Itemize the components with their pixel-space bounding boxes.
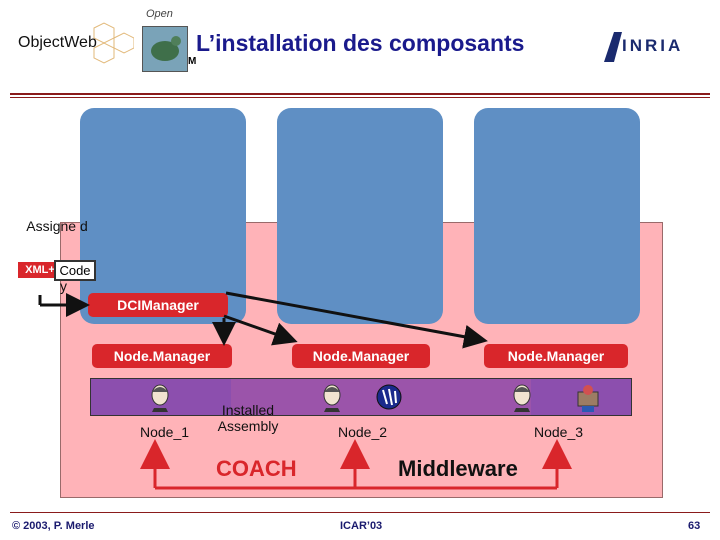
assigned-text: Assigne d: [26, 218, 88, 234]
component-globe-icon: [376, 384, 402, 410]
dci-manager-pill: DCIManager: [88, 293, 228, 317]
node-manager-1: Node.Manager: [92, 344, 232, 368]
arrow-dci-to-node2: [223, 314, 298, 346]
installed-assembly-label: Installed Assembly: [217, 402, 279, 434]
turtle-icon: [151, 36, 181, 61]
footer-page-number: 63: [688, 520, 701, 532]
inria-logo: INRIA: [600, 28, 706, 66]
node-label-3: Node_3: [534, 424, 584, 440]
objectweb-logo: ObjectWeb: [14, 22, 135, 66]
node-column-3: [474, 108, 640, 324]
component-face-icon: [151, 384, 169, 412]
node-column-2: [277, 108, 443, 324]
container-band: [90, 378, 632, 416]
open-logo: Open M: [136, 8, 197, 78]
header-divider-thin: [10, 97, 710, 98]
open-logo-text: Open: [146, 8, 173, 20]
header-divider: [10, 93, 710, 95]
footer-copyright: © 2003, P. Merle: [12, 520, 95, 532]
assigned-label: Assigne d: [16, 218, 98, 234]
open-logo-m: M: [188, 56, 197, 67]
objectweb-logo-text: ObjectWeb: [18, 34, 97, 51]
coach-bus: [140, 439, 572, 490]
node-manager-3: Node.Manager: [484, 344, 628, 368]
code-box: Code: [54, 260, 96, 281]
open-logo-image: [142, 26, 188, 72]
node-label-1: Node_1: [140, 424, 190, 440]
xml-badge: XML+: [18, 262, 62, 278]
assigned-suffix: y: [60, 278, 67, 294]
node-column-1: [80, 108, 246, 324]
inria-logo-text: INRIA: [622, 36, 684, 55]
node-manager-2: Node.Manager: [292, 344, 430, 368]
node-label-2: Node_2: [338, 424, 388, 440]
component-camera-icon: [577, 385, 599, 412]
footer-divider: [10, 512, 710, 513]
inria-mark-icon: [604, 32, 622, 62]
component-face-icon: [323, 384, 341, 412]
footer-conference: ICAR’03: [340, 520, 383, 532]
coach-label: COACH: [216, 456, 297, 481]
page-title: L’installation des composants: [196, 30, 525, 56]
arrow-dci-to-node3: [225, 291, 488, 349]
middleware-label: Middleware: [398, 456, 518, 481]
arrow-assigned-to-dci: [38, 293, 90, 317]
component-face-icon: [513, 384, 531, 412]
